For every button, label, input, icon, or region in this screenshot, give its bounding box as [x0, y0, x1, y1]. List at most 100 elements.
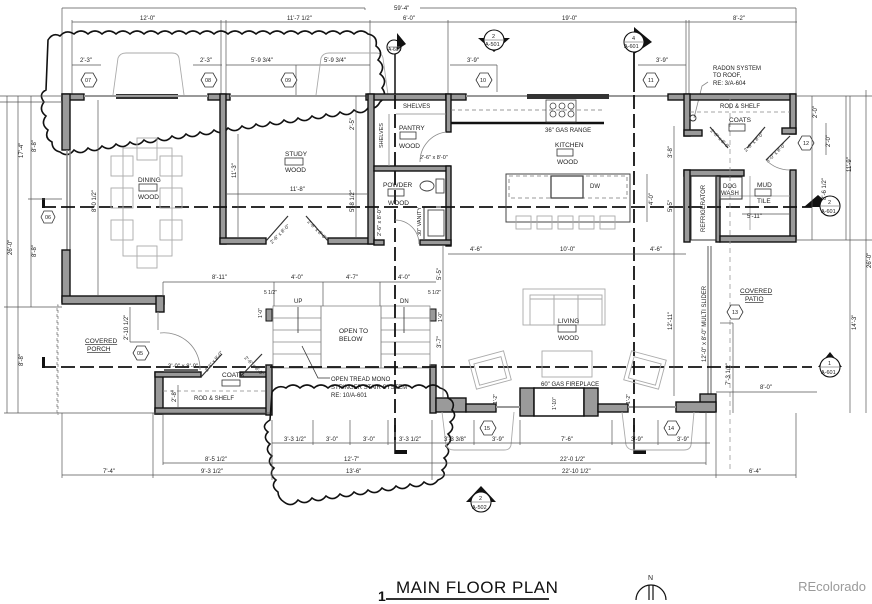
window-tag-11: 11 [648, 78, 654, 84]
door-entry: 3'-0" x 8'-0" [168, 364, 198, 370]
callout-sheet: A-601 [821, 370, 836, 376]
dim-right-11-9: 11'-9" [847, 157, 853, 172]
dim-right-26: 26'-0" [867, 253, 872, 268]
window-tag-10: 10 [480, 78, 486, 84]
dim-win-08: 2'-3" [200, 58, 212, 64]
fireplace-label: 60" GAS FIREPLACE [541, 382, 599, 388]
dim-12-0: 12'-0" [140, 16, 155, 22]
dim-bottom-3-3b: 3'-3 1/2" [399, 437, 421, 443]
dim-right-8-6: 8'-6 1/2" [822, 178, 828, 200]
covered-patio: COVERED PATIO 13 7'-3 1/2" 8'-0" [716, 288, 817, 413]
callout-sheet: A-601 [624, 44, 639, 50]
window-tag-14: 14 [668, 426, 674, 432]
room-study: STUDY [285, 151, 308, 158]
dim-study-width: 11'-8" [290, 187, 305, 193]
dim-fire-1-2b: 1'-2" [626, 394, 632, 404]
covered-porch: COVERED PORCH 2'-10 1/2" 05 3'-0" x 8'-0… [85, 307, 201, 371]
window-tag-08: 08 [205, 78, 211, 84]
dim-bottom-6-4: 6'-4" [749, 469, 761, 475]
window-tag-06: 06 [45, 215, 51, 221]
callout-1-a601-right: 1 A-601 [818, 352, 842, 378]
door-pantry: 2'-6" x 8'-0" [420, 155, 448, 161]
door-coats-top-left: 2'-6" x 8'-0" [709, 128, 731, 150]
dim-bottom-12-7: 12'-7" [344, 457, 359, 463]
dim-stair-4-0b: 4'-0" [398, 275, 410, 281]
window-tag-09: 09 [285, 78, 291, 84]
dining-table: DINING WOOD [110, 137, 183, 269]
room-kitchen: KITCHEN [555, 142, 584, 149]
dim-kitchen-3-8: 3'-8" [668, 146, 674, 158]
dim-living-12-11: 12'-11" [668, 312, 674, 330]
dim-kitchen-4-6b: 4'-6" [650, 247, 662, 253]
dim-win-09b: 5'-9 3/4" [324, 58, 346, 64]
vanity-label: 30" VANITY [417, 207, 423, 236]
callout-num: 4 [632, 36, 635, 42]
watermark: REcolorado [798, 579, 866, 594]
room-pantry-floor: WOOD [399, 143, 420, 150]
dim-bottom-3-3-3-8: 3'-3 3/8" [444, 437, 466, 443]
drawing-title: MAIN FLOOR PLAN [396, 578, 559, 597]
room-study-floor: WOOD [285, 167, 306, 174]
drawing-number: 1 [378, 588, 386, 604]
revision-cloud-bottom [263, 384, 456, 506]
dim-mud-5-11: 5'-11" [747, 214, 762, 220]
covered-patio-label-2: PATIO [745, 296, 764, 303]
rod-shelf-bottom: ROD & SHELF [194, 396, 234, 402]
top-dimensions: 59'-4" 12'-0" 11'-7 1/2" 6'-0" 19'-0" 8'… [61, 6, 797, 100]
window-tag-07: 07 [85, 78, 91, 84]
stair-note-3: RE: 10/A-601 [331, 393, 368, 399]
room-living-floor: WOOD [558, 335, 579, 342]
room-powder: POWDER [383, 182, 413, 189]
dim-bottom-8-5: 8'-5 1/2" [205, 457, 227, 463]
dishwasher-label: DW [590, 184, 600, 190]
walls [61, 93, 797, 417]
title-underline [386, 598, 549, 600]
mud-coats-area: ROD & SHELF COATS 2'-6" x 8'-0" 2'-6" x … [689, 104, 815, 241]
dim-study-height: 11'-3" [232, 163, 238, 178]
dim-right-14-3: 14'-3" [852, 315, 858, 330]
room-coats-top: COATS [729, 117, 752, 124]
dim-stair-1-0b: 1'-0" [438, 312, 444, 322]
window-tag-05: 05 [137, 351, 143, 357]
callout-a601-top: A-601 [386, 33, 406, 95]
kitchen: 36" GAS RANGE KITCHEN WOOD DW 4'-0" 3'-8… [448, 99, 686, 396]
dim-left-26: 26'-0" [8, 240, 14, 255]
door-coats-bottom-left: 2'-6" x 8'-0" [204, 350, 225, 373]
covered-patio-label: COVERED [740, 288, 772, 295]
covered-porch-label: COVERED [85, 338, 117, 345]
shelves-vertical-label: SHELVES [379, 123, 385, 148]
dim-stair-4-0a: 4'-0" [291, 275, 303, 281]
dim-bottom-3-3a: 3'-3 1/2" [284, 437, 306, 443]
dim-left-8-8c: 8'-8" [19, 354, 25, 366]
dim-stair-5-5: 5'-5" [437, 268, 443, 280]
shelves-label: SHELVES [403, 104, 430, 110]
dim-win-07: 2'-3" [80, 58, 92, 64]
dim-8-2: 8'-2" [733, 16, 745, 22]
right-dimensions: 2'-0" 2'-0" 11'-9" 8'-6 1/2" 26'-0" 14'-… [796, 90, 872, 413]
dim-study-5-8: 5'-8 1/2" [350, 190, 356, 212]
window-tag-15: 15 [484, 426, 490, 432]
window-tag-12: 12 [803, 141, 809, 147]
dim-win-11: 3'-9" [656, 58, 668, 64]
dim-bottom-3-0b: 3'-0" [363, 437, 375, 443]
dog-wash-label-2: WASH [721, 191, 739, 197]
door-mud-side: 3'-0" x 8'-0" [765, 142, 787, 164]
callout-sheet: A-601 [821, 209, 836, 215]
dim-fire-1-2a: 1'-2" [493, 394, 499, 404]
north-arrow-icon: N [635, 575, 667, 600]
pantry-powder: SHELVES SHELVES PANTRY WOOD 2'-6" x 8'-0… [377, 104, 448, 245]
multi-slider-label: 12'-0" x 8'-0" MULTI SLIDER [702, 285, 708, 362]
dim-study-2-5: 2'-5" [350, 118, 356, 130]
callout-sheet: A-502 [472, 505, 487, 511]
living: LIVING WOOD 60" GAS FIREPLACE 1'-2" 1'-2… [468, 285, 708, 410]
dim-stair-4-7: 4'-7" [346, 275, 358, 281]
coats-bottom: COATS ROD & SHELF 2'-8" 2'-6" x 8'-0" 2'… [163, 350, 266, 407]
dim-bottom-3-9c: 3'-9" [677, 437, 689, 443]
north-label: N [648, 575, 653, 582]
door-study-right: 2'-6" x 8'-0" [306, 219, 328, 241]
dim-bottom-3-0a: 3'-0" [326, 437, 338, 443]
stair-note-1: OPEN TREAD MONO [331, 377, 391, 383]
dim-bottom-9-3: 9'-3 1/2" [201, 469, 223, 475]
left-dimensions: 26'-0" 17'-4" 8'-8" 8'-8" 8'-8" 06 8'-0 … [0, 95, 270, 416]
window-tag-13: 13 [732, 310, 738, 316]
